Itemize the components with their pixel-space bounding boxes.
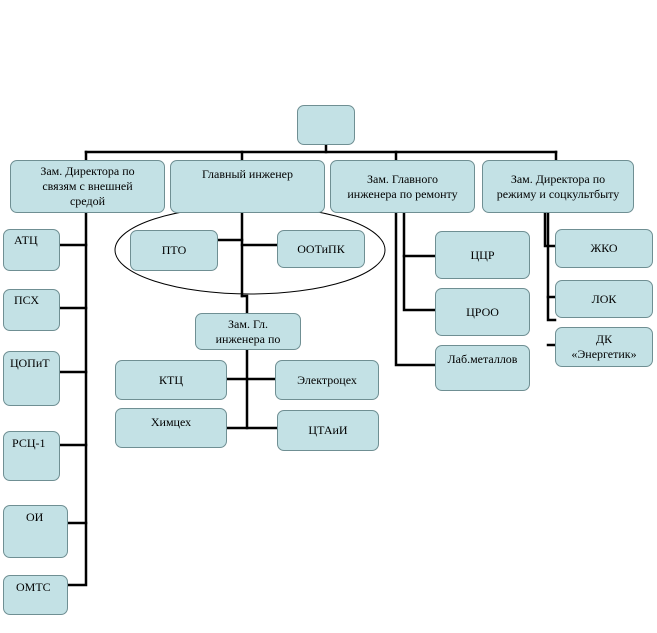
connector	[402, 211, 437, 312]
deputy-external-box: Зам. Директора по связям с внешней средо…	[10, 160, 165, 213]
unit-copit: ЦОПиТ	[3, 351, 60, 406]
unit-oi: ОИ	[3, 505, 68, 558]
unit-lab-metallov: Лаб.металлов	[435, 345, 530, 391]
unit-lok: ЛОК	[555, 280, 653, 318]
unit-ootipk: ООТиПК	[277, 230, 365, 268]
unit-atc: АТЦ	[3, 229, 60, 271]
unit-ctaii: ЦТАиИ	[277, 410, 379, 451]
unit-zhko: ЖКО	[555, 229, 653, 268]
unit-ktc: КТЦ	[115, 360, 227, 400]
connector	[240, 294, 249, 315]
unit-omts: ОМТС	[3, 575, 68, 615]
deputy-chief-repair-box: Зам. Главного инженера по ремонту	[330, 160, 475, 213]
connector	[394, 211, 437, 367]
unit-psh: ПСХ	[3, 289, 60, 331]
unit-dk-energetik: ДК «Энергетик»	[555, 327, 653, 367]
unit-elektroceh: Электроцех	[275, 360, 379, 400]
connector	[546, 211, 557, 322]
deputy-chief-engineer-box: Зам. Гл. инженера по	[195, 313, 301, 350]
unit-ccr: ЦЦР	[435, 231, 530, 279]
unit-rsc-1: РСЦ-1	[3, 431, 60, 481]
unit-croo: ЦРОО	[435, 288, 530, 336]
unit-himceh: Химцех	[115, 408, 227, 448]
chief-engineer-box: Главный инженер	[170, 160, 325, 213]
connector	[543, 211, 557, 248]
unit-pto: ПТО	[130, 230, 218, 271]
deputy-regime-box: Зам. Директора по режиму и соцкультбыту	[482, 160, 634, 213]
connector	[66, 211, 88, 587]
director-box	[297, 105, 355, 145]
